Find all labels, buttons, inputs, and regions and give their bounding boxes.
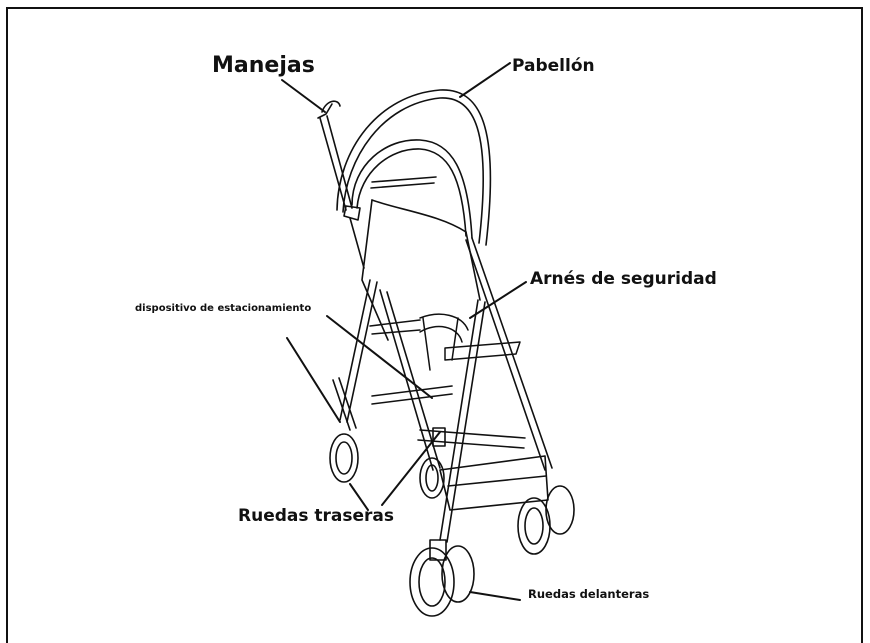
label-canopy: Pabellón [512, 58, 595, 75]
label-rear-wheels: Ruedas traseras [238, 508, 394, 525]
label-parking-device: dispositivo de estacionamiento [135, 304, 311, 314]
label-harness: Arnés de seguridad [530, 271, 717, 288]
handles [318, 101, 364, 268]
label-front-wheels: Ruedas delanteras [528, 589, 649, 601]
seat [362, 200, 480, 340]
harness [370, 314, 520, 370]
canopy [337, 90, 490, 245]
rear-wheels [330, 434, 444, 498]
label-handles: Manejas [212, 55, 315, 77]
